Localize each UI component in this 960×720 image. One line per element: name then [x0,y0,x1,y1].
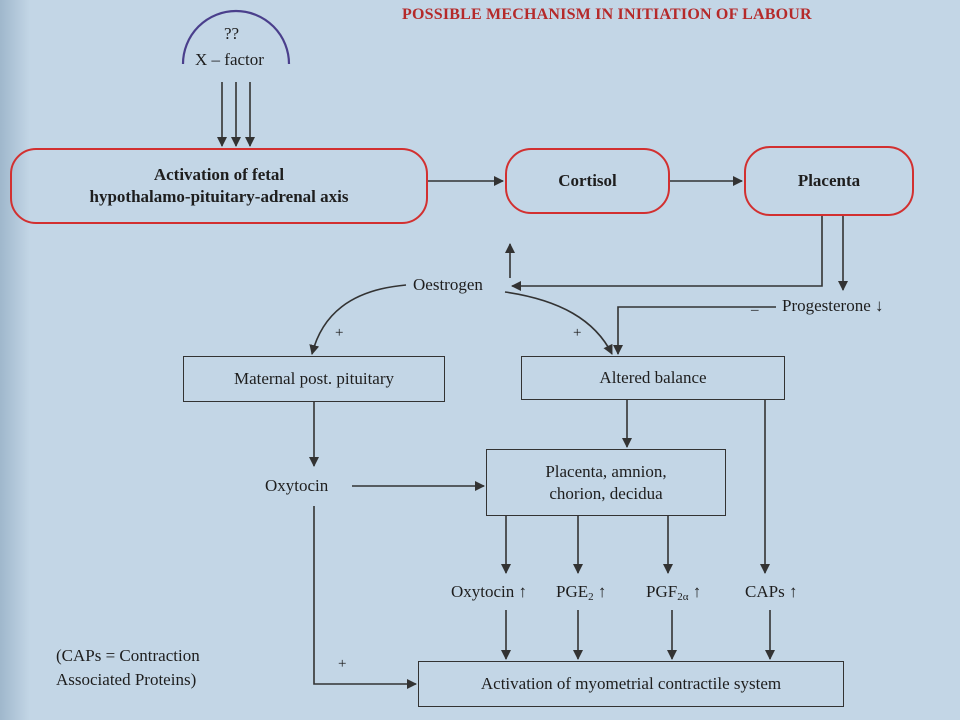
plus-sign-myometrial: + [338,656,347,672]
footnote-line2: Associated Proteins) [56,670,197,689]
increase-arrow-icon: ↑ [692,582,702,601]
increase-arrow-icon: ↑ [597,582,607,601]
oestrogen-label: Oestrogen [413,275,483,294]
oxytocin-product-text: Oxytocin [451,582,515,601]
oxytocin-maternal-label: Oxytocin [265,476,329,495]
decrease-arrow-icon: ↓ [875,296,884,315]
myometrial-node: Activation of myometrial contractile sys… [418,661,844,707]
increase-arrow-icon: ↑ [518,582,528,601]
tissues-line2: chorion, decidua [549,483,663,503]
x-factor-label: X – factor [195,50,264,69]
plus-sign-altered: + [573,325,582,341]
maternal-pituitary-node: Maternal post. pituitary [183,356,445,402]
arrow-oestrogen-maternal [309,284,407,355]
x-factor-dome [181,9,291,65]
caps-label: CAPs ↑ [745,582,797,602]
pgf2a-label: PGF2α ↑ [646,582,701,603]
diagram-title: POSSIBLE MECHANISM IN INITIATION OF LABO… [402,6,812,23]
pge2-label: PGE2 ↑ [556,582,606,603]
cortisol-node: Cortisol [505,148,670,214]
tissues-node: Placenta, amnion, chorion, decidua [486,449,726,516]
hpa-axis-line1: Activation of fetal [153,165,285,184]
placenta-node: Placenta [744,146,914,216]
pge-text: PGE [556,582,589,601]
footnote-line1: (CAPs = Contraction [56,646,200,665]
hpa-axis-line2: hypothalamo-pituitary-adrenal axis [89,187,349,206]
x-factor-unknown: ?? [224,24,240,43]
arrow-oestrogen-altered [504,291,613,355]
oxytocin-product-label: Oxytocin ↑ [451,582,527,602]
altered-balance-node: Altered balance [521,356,785,400]
hpa-axis-node: Activation of fetal hypothalamo-pituitar… [10,148,428,224]
progesterone-text: Progesterone [782,296,871,315]
plus-sign-maternal: + [335,325,344,341]
caps-text: CAPs [745,582,785,601]
arrow-progesterone-altered [613,306,776,355]
tissues-line1: Placenta, amnion, [545,461,667,481]
pge-subscript: 2 [588,591,594,603]
progesterone-label: Progesterone ↓ [782,296,884,316]
arrow-maternal-oxytocin-myometrial [313,506,417,689]
pgf-subscript: 2α [677,591,689,603]
increase-arrow-icon: ↑ [788,582,798,601]
minus-sign-progesterone: – [751,302,759,318]
arrow-placenta-oestrogen [511,216,823,291]
pgf-text: PGF [646,582,678,601]
